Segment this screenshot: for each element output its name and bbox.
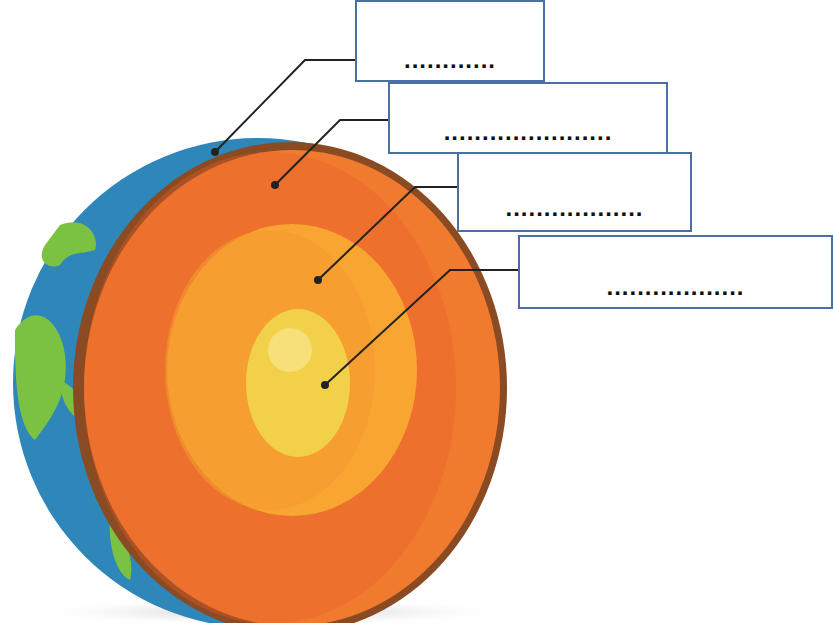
leader-line bbox=[325, 270, 518, 385]
leader-dot bbox=[271, 181, 279, 189]
globe bbox=[13, 138, 503, 623]
continent bbox=[42, 222, 96, 266]
label-box: ............ bbox=[355, 0, 545, 82]
inner-core-highlight bbox=[268, 328, 312, 372]
blank-answer-line: ...................... bbox=[390, 118, 666, 146]
blank-answer-line: .................. bbox=[520, 273, 831, 301]
blank-answer-line: .................. bbox=[459, 194, 690, 222]
mantle bbox=[84, 150, 500, 623]
leader-dot bbox=[314, 276, 322, 284]
leader-line bbox=[215, 60, 355, 152]
mantle-shade bbox=[84, 152, 456, 623]
leader-dot bbox=[211, 148, 219, 156]
label-box: .................. bbox=[457, 152, 692, 232]
leader-dot bbox=[321, 381, 329, 389]
outer-core-shade bbox=[165, 230, 375, 510]
label-box: ...................... bbox=[388, 82, 668, 154]
leader-line bbox=[275, 120, 388, 185]
continent bbox=[15, 315, 66, 440]
label-box: .................. bbox=[518, 235, 833, 309]
leader-line bbox=[318, 187, 457, 280]
blank-answer-line: ............ bbox=[357, 46, 543, 74]
inner-core bbox=[246, 309, 350, 457]
crust bbox=[73, 142, 507, 623]
